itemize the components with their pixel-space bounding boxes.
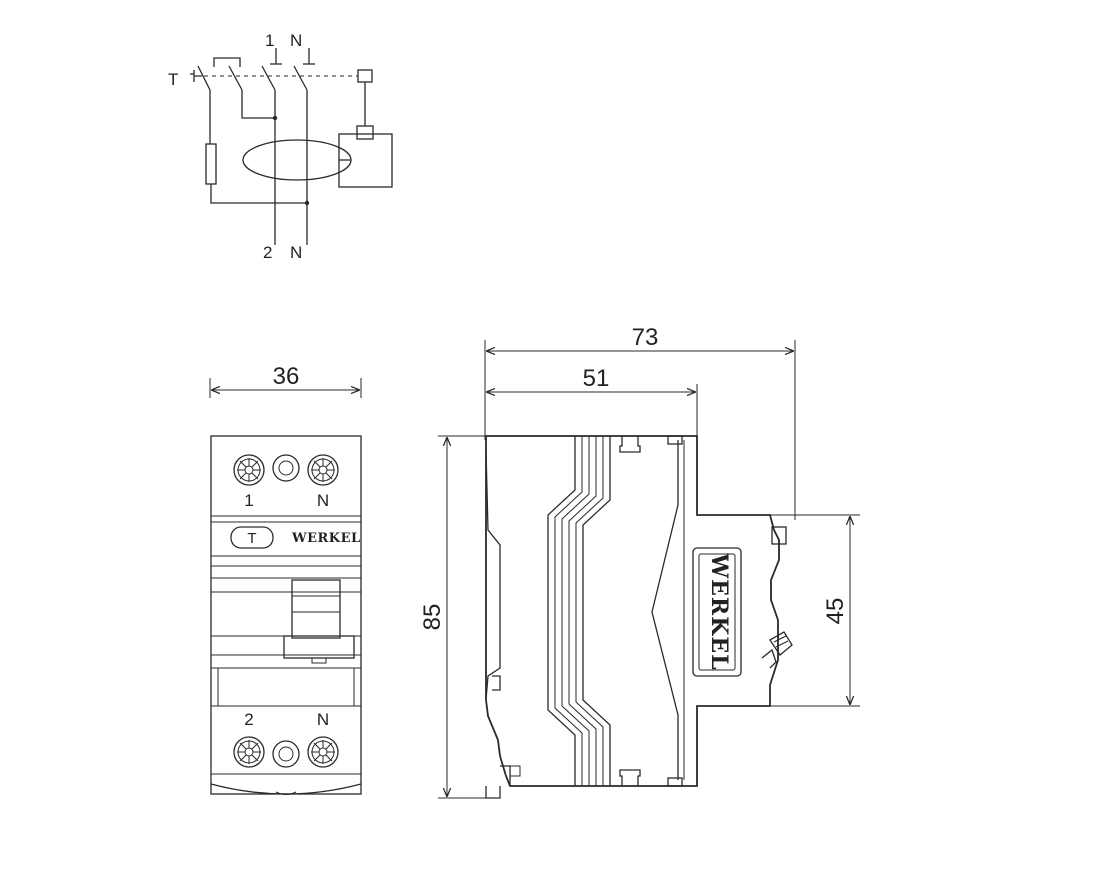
side-brand-label: WERKEL	[706, 552, 732, 670]
dim-height-85: 85	[419, 604, 446, 631]
schematic-label-1: 1	[265, 31, 274, 50]
front-brand-label: WERKEL	[291, 531, 361, 546]
terminal-screw-1-top	[233, 454, 265, 486]
dim-height-45: 45	[822, 598, 849, 625]
terminal-screw-n-top	[307, 454, 339, 486]
front-label-1: 1	[244, 491, 253, 510]
side-brand-plate	[692, 547, 742, 677]
dim-depth-51: 51	[583, 365, 610, 392]
indicator-window-top	[272, 454, 300, 482]
terminal-screw-n-bottom	[307, 736, 339, 768]
dim-depth-73: 73	[632, 324, 659, 351]
dim-width-36: 36	[273, 363, 300, 390]
front-label-n-top: N	[317, 491, 329, 510]
front-label-n-bottom: N	[317, 710, 329, 729]
schematic-label-n-top: N	[290, 31, 302, 50]
schematic-label-2: 2	[263, 243, 272, 262]
schematic-label-n-bottom: N	[290, 243, 302, 262]
front-label-2: 2	[244, 710, 253, 729]
schematic-label-test: T	[168, 70, 178, 89]
terminal-screw-2-bottom	[233, 736, 265, 768]
circuit-schematic: 1 N 2 N T	[168, 31, 393, 262]
side-view: 73 51 85 45	[419, 324, 860, 799]
test-button-label: T	[247, 530, 256, 547]
test-button	[230, 526, 274, 549]
front-view: 36	[209, 363, 362, 795]
indicator-window-bottom	[272, 740, 300, 768]
